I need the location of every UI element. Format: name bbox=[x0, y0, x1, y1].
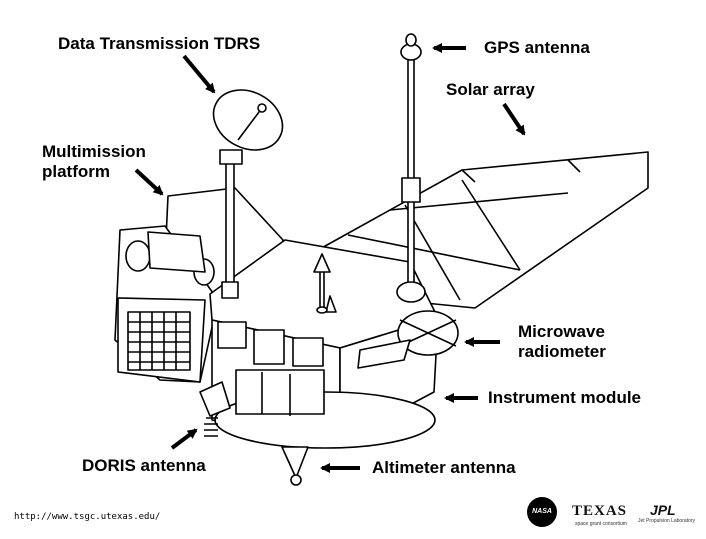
jpl-logo: JPL bbox=[650, 502, 676, 518]
label-microwave-line1: Microwave bbox=[518, 322, 605, 341]
label-gps-antenna: GPS antenna bbox=[484, 38, 590, 57]
label-data-transmission-tdrs: Data Transmission TDRS bbox=[58, 34, 261, 53]
arrow-tdrs bbox=[182, 54, 216, 94]
altimeter-antenna-shape bbox=[281, 446, 309, 486]
texas-logo: TEXAS bbox=[572, 503, 628, 519]
doris-antenna-shape bbox=[199, 381, 231, 437]
label-multimission-line1: Multimission bbox=[42, 142, 146, 161]
nasa-logo: NASA bbox=[527, 497, 557, 527]
label-microwave-line2: radiometer bbox=[518, 342, 606, 361]
tdrs-dish bbox=[212, 89, 284, 299]
label-multimission-line2: platform bbox=[42, 162, 110, 181]
source-url: http://www.tsgc.utexas.edu/ bbox=[14, 512, 161, 522]
gps-mast bbox=[396, 33, 426, 303]
top-mast bbox=[313, 253, 331, 314]
label-solar-array: Solar array bbox=[446, 80, 535, 99]
texas-logo-subtitle: space grant consortium bbox=[575, 521, 627, 527]
arrow-doris bbox=[170, 428, 198, 450]
arrow-solar bbox=[502, 102, 526, 136]
jpl-logo-subtitle: Jet Propulsion Laboratory bbox=[638, 518, 695, 524]
label-instrument-module: Instrument module bbox=[488, 388, 642, 407]
multimission-platform bbox=[114, 187, 284, 383]
arrow-multimission bbox=[134, 168, 164, 196]
label-doris-antenna: DORIS antenna bbox=[82, 456, 206, 475]
microwave-radiometer-shape bbox=[357, 310, 459, 369]
label-altimeter-antenna: Altimeter antenna bbox=[372, 458, 516, 477]
